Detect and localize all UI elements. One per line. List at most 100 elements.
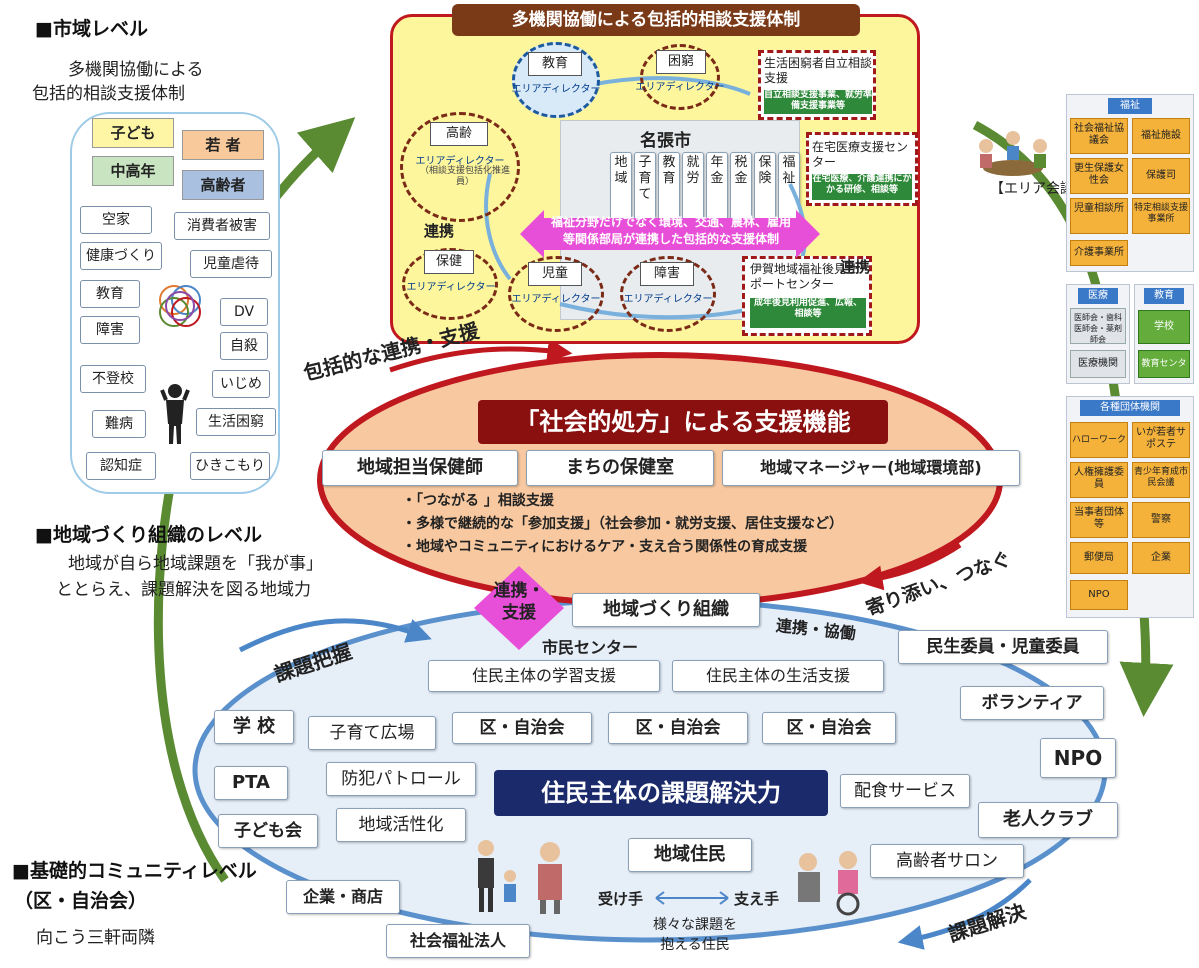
- category-youth: 若 者: [182, 130, 264, 160]
- group-npo: NPO: [1070, 580, 1128, 610]
- circle-poverty-label: 困窮: [656, 50, 706, 74]
- welfare-label: 福祉: [1108, 98, 1152, 114]
- troubled-person-icon: [160, 384, 190, 444]
- base-level-title: ■基礎的コミュニティレベル: [12, 860, 257, 882]
- box-poverty-support-sub: 自立相談支援事業、就労準備支援事業等: [764, 90, 872, 114]
- item-crime-patrol: 防犯パトロール: [326, 762, 476, 796]
- top-panel-title: 多機関協働による包括的相談支援体制: [452, 4, 860, 36]
- group-post-office: 郵便局: [1070, 542, 1128, 574]
- medical-association: 医師会・歯科医師会・薬剤師会: [1070, 308, 1126, 344]
- item-school: 学 校: [214, 710, 294, 744]
- issue-poverty: 生活困窮: [196, 408, 276, 436]
- item-volunteers: ボランティア: [960, 686, 1104, 720]
- circle-poverty: [640, 44, 720, 110]
- item-elderly-salon: 高齢者サロン: [870, 844, 1024, 878]
- probation-officer: 保護司: [1132, 158, 1190, 194]
- resident-note-1: 様々な課題を: [653, 917, 737, 933]
- receiver-label: 受け手: [598, 890, 644, 908]
- circle-education-label: 教育: [528, 52, 582, 76]
- care-provider: 介護事業所: [1070, 240, 1128, 266]
- base-level-title-2: （区・自治会）: [14, 890, 148, 912]
- support-bullet-3: ・地域やコミュニティにおけるケア・支え合う関係性の育成支援: [402, 539, 808, 555]
- issue-bullying: いじめ: [212, 370, 270, 398]
- circle-disability-director: エリアディレクター: [623, 294, 713, 305]
- circle-children-label: 児童: [528, 262, 582, 286]
- group-police: 警察: [1132, 502, 1190, 538]
- supporters-people-icon: [798, 851, 860, 916]
- child-consultation: 児童相談所: [1070, 198, 1128, 234]
- issue-disability: 障害: [80, 316, 140, 344]
- department-insurance: 保険: [754, 152, 776, 220]
- item-pta: PTA: [214, 766, 288, 800]
- issue-health: 健康づくり: [80, 242, 162, 270]
- support-bullet-2: ・多様で継続的な「参加支援」（社会参加・就労支援、居住支援など）: [402, 516, 843, 532]
- item-seniors-club: 老人クラブ: [978, 802, 1118, 838]
- box-guardianship-sub: 成年後見利用促進、広報、相談等: [750, 298, 866, 328]
- regional-org-title: 地域づくり組織: [572, 593, 760, 627]
- category-children: 子ども: [92, 118, 174, 148]
- giver-label: 支え手: [734, 890, 780, 908]
- box-home-medical-sub: 在宅医療、介護連携にかかる研修、相談等: [812, 174, 912, 200]
- council-box-3: 区・自治会: [762, 712, 896, 744]
- issue-child-abuse: 児童虐待: [190, 250, 272, 278]
- group-youth-council: 青少年育成市民会議: [1132, 462, 1190, 498]
- group-hellowork: ハローワーク: [1070, 422, 1128, 458]
- interlinked-circles-icon: [159, 285, 201, 327]
- residents-box: 地域住民: [628, 838, 752, 872]
- region-level-sub-2: ととらえ、課題解決を図る地域力: [56, 580, 311, 600]
- issue-education: 教育: [80, 280, 140, 308]
- city-level-sub-1: 多機関協働による: [68, 60, 204, 80]
- circle-elderly: [400, 112, 520, 222]
- city-level-sub-2: 包括的相談支援体制: [32, 84, 185, 104]
- blue-arc-bottom: [897, 878, 1032, 950]
- city-level-title: ■市域レベル: [35, 18, 148, 40]
- base-level-sub: 向こう三軒両隣: [36, 928, 155, 948]
- department-tax: 税金: [730, 152, 752, 220]
- box-poverty-support-title: 生活困窮者自立相談支援: [764, 56, 873, 85]
- category-elderly: 高齢者: [182, 170, 264, 200]
- issue-withdrawal: ひきこもり: [190, 452, 270, 480]
- exchange-arrow-icon: [655, 891, 729, 905]
- living-support-box: 住民主体の生活支援: [672, 660, 884, 692]
- groups-label: 各種団体機関: [1080, 400, 1180, 416]
- link-label-left: 連携: [424, 222, 455, 240]
- box-town-health-room: まちの保健室: [526, 450, 714, 486]
- department-childcare: 子育て: [634, 152, 656, 220]
- circle-health-label: 保健: [424, 250, 474, 274]
- circle-education-director: エリアディレクター: [511, 84, 601, 95]
- learning-support-box: 住民主体の学習支援: [428, 660, 660, 692]
- box-regional-nurse: 地域担当保健師: [322, 450, 518, 486]
- council-box-1: 区・自治会: [452, 712, 592, 744]
- city-name: 名張市: [640, 131, 691, 151]
- item-revitalization: 地域活性化: [336, 808, 466, 842]
- education-school: 学校: [1138, 310, 1190, 344]
- pink-arrow: [520, 210, 820, 258]
- red-arc-top: [389, 338, 573, 373]
- pink-note: 福祉分野だけでなく環境、交通、農林、雇用等関係部局が連携した包括的な支援体制: [550, 215, 791, 246]
- circle-health: [402, 248, 498, 320]
- circle-health-director: エリアディレクター: [406, 282, 496, 293]
- collab-diamond: [474, 566, 564, 650]
- item-childcare-plaza: 子育て広場: [308, 716, 436, 750]
- department-list: 地域 子育て 教育 就労 年金 税金 保険 福祉: [610, 152, 800, 220]
- circle-elderly-note: （相談支援包括化推進員）: [420, 166, 511, 187]
- circle-children: [508, 256, 604, 332]
- department-community: 地域: [610, 152, 632, 220]
- category-middle-age: 中高年: [92, 156, 174, 186]
- circle-elderly-label: 高齢: [430, 122, 488, 146]
- residents-people-icon: [478, 840, 562, 914]
- circle-children-director: エリアディレクター: [511, 294, 601, 305]
- group-stakeholders: 当事者団体等: [1070, 502, 1128, 538]
- issue-vacant-house: 空家: [80, 206, 152, 234]
- group-human-rights: 人権擁護委員: [1070, 462, 1128, 498]
- circle-elderly-director: エリアディレクター: [415, 156, 505, 167]
- circle-poverty-director: エリアディレクター: [635, 82, 725, 93]
- department-pension: 年金: [706, 152, 728, 220]
- box-home-medical-title: 在宅医療支援センター: [812, 140, 909, 169]
- red-arc-right: [857, 542, 962, 591]
- link-label-right: 連携: [840, 258, 871, 276]
- council-box-2: 区・自治会: [608, 712, 748, 744]
- medical-institution: 医療機関: [1070, 350, 1126, 378]
- issue-school-refusal: 不登校: [80, 365, 146, 393]
- issue-consumer-damage: 消費者被害: [174, 212, 270, 240]
